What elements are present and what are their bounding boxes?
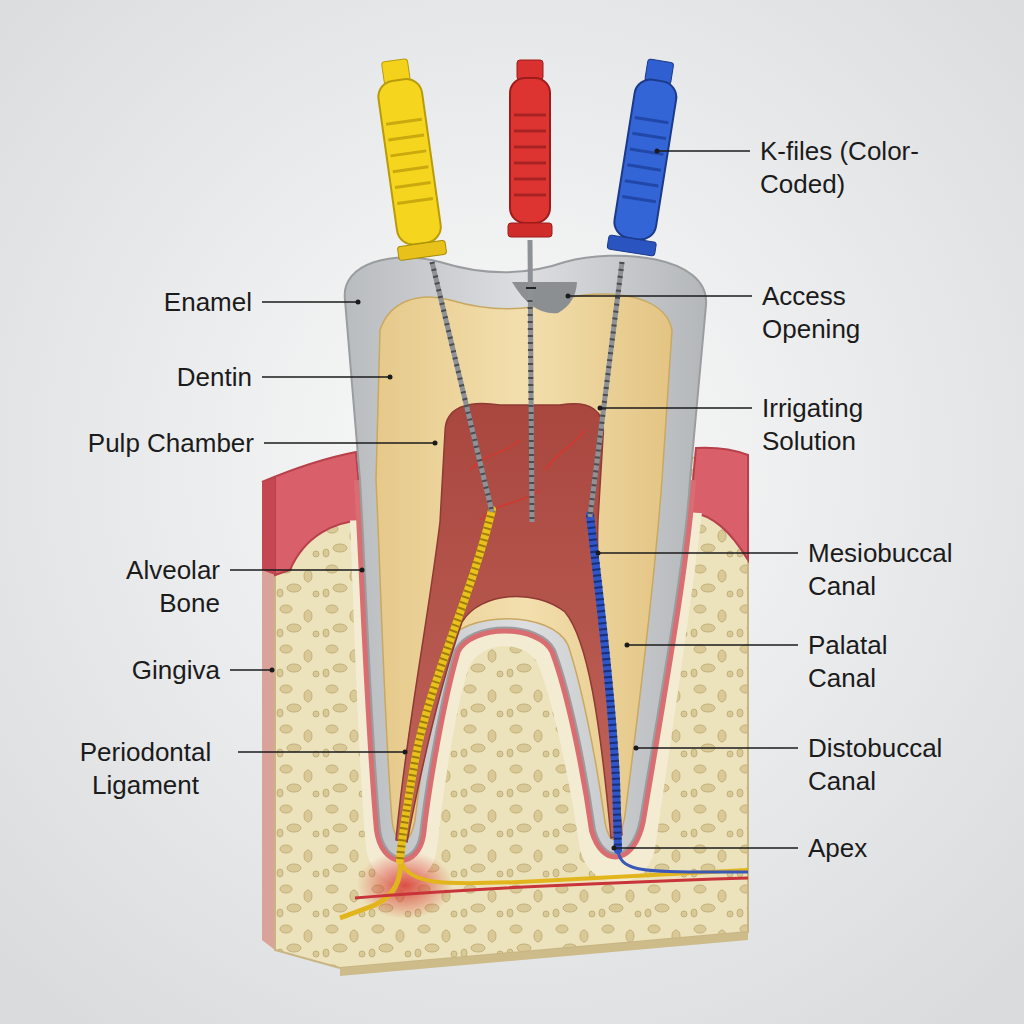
file-shaft [530, 240, 532, 522]
part-label: Pulp Chamber [44, 427, 254, 460]
leader-line [262, 301, 358, 303]
handle-body [510, 78, 550, 223]
part-label: Mesiobuccal Canal [808, 537, 983, 603]
stopper [508, 223, 552, 237]
pulp-chamber [396, 403, 622, 842]
k-file-red [508, 60, 552, 522]
depth-mark [526, 287, 536, 289]
leader-line [230, 569, 362, 571]
file-in-canal [590, 515, 618, 850]
leader-lines [230, 151, 798, 848]
label-box: K-files (Color-Coded) [760, 135, 950, 201]
label-box: Gingiva [90, 654, 220, 687]
blood-vessels [470, 430, 585, 520]
k-file-yellow [372, 57, 492, 860]
handle-body [376, 77, 443, 247]
k-file-blue [590, 57, 685, 850]
leader-line [238, 751, 405, 753]
label-box: Apex [808, 832, 958, 865]
enamel [345, 256, 706, 857]
file-shaft [590, 262, 622, 517]
part-label: Apex [808, 832, 958, 865]
handle-ridges [622, 117, 668, 201]
leader-line [230, 669, 272, 671]
leader-line [636, 747, 798, 749]
part-label: K-files (Color-Coded) [760, 135, 950, 201]
part-label: Palatal Canal [808, 629, 938, 695]
leader-line [657, 150, 750, 152]
part-label: Alveolar Bone [90, 554, 220, 620]
artery [355, 878, 748, 898]
part-label: Gingiva [90, 654, 220, 687]
label-box: Periodontal Ligament [63, 736, 228, 802]
file-handle [607, 57, 685, 256]
leader-dots [270, 149, 660, 851]
part-label: Distobuccal Canal [808, 732, 983, 798]
gingiva [262, 452, 362, 575]
label-box: Distobuccal Canal [808, 732, 983, 798]
nerve [340, 860, 400, 918]
file-flutes [590, 262, 622, 517]
part-label: Periodontal Ligament [63, 736, 228, 802]
file-handle [372, 57, 447, 261]
label-box: Mesiobuccal Canal [808, 537, 983, 603]
access-opening [512, 282, 577, 313]
leader-line [598, 552, 798, 554]
file-flutes [432, 262, 492, 512]
leader-line [627, 644, 798, 646]
label-box: Palatal Canal [808, 629, 938, 695]
label-box: Pulp Chamber [44, 427, 254, 460]
label-box: Enamel [112, 286, 252, 319]
file-flutes [400, 510, 492, 860]
handle-body [612, 77, 679, 242]
file-shaft [432, 262, 492, 512]
part-label: Access Opening [762, 280, 912, 346]
vein [618, 850, 748, 872]
label-box: Irrigating Solution [762, 392, 912, 458]
label-box: Access Opening [762, 280, 912, 346]
file-flutes [590, 515, 618, 850]
dentin [376, 294, 672, 841]
stopper [397, 240, 446, 261]
leader-line [264, 442, 435, 444]
label-box: Dentin [112, 361, 252, 394]
gingiva-side [262, 478, 275, 575]
file-flutes [530, 300, 532, 522]
leader-line [568, 295, 752, 297]
part-label: Dentin [112, 361, 252, 394]
gingiva [690, 448, 748, 560]
leader-line [600, 407, 752, 409]
vessel [545, 430, 585, 470]
block-side [262, 478, 275, 950]
leader-line [262, 376, 390, 378]
handle-ridges [386, 119, 433, 203]
label-box: Alveolar Bone [90, 554, 220, 620]
block-bottom [340, 932, 748, 976]
stopper [607, 235, 657, 256]
handle-ridges [514, 115, 546, 195]
leader-line [614, 847, 798, 849]
part-label: Irrigating Solution [762, 392, 912, 458]
part-label: Enamel [112, 286, 252, 319]
file-in-canal [400, 510, 492, 860]
